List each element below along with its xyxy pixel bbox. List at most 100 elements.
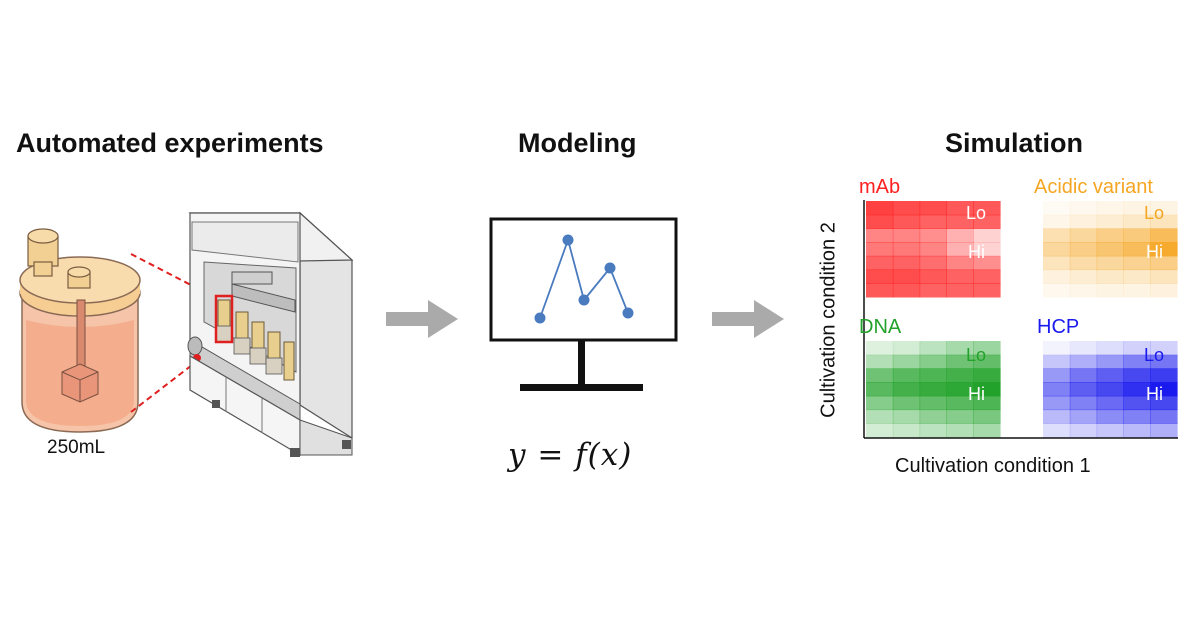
automated-workstation-illustration — [187, 211, 354, 457]
heatmap-cell — [1150, 395, 1178, 411]
panel-title-dna: DNA — [859, 316, 902, 338]
heatmap-cell — [866, 423, 894, 438]
heatmap-cell — [1043, 283, 1071, 298]
heatmap-cell — [866, 395, 894, 411]
heatmap-cell — [866, 382, 894, 397]
experiments-title: Automated experiments — [16, 128, 324, 158]
heatmap-cell — [892, 283, 921, 298]
heatmap-cell — [1150, 228, 1178, 243]
heatmap-cell — [866, 242, 894, 257]
dna-lo-label: Lo — [966, 345, 987, 365]
heatmap-cell — [919, 409, 947, 424]
heatmap-cell — [1043, 382, 1071, 397]
heatmap-cell — [1043, 201, 1071, 216]
heatmap-cell — [866, 214, 894, 229]
heatmap-cell — [892, 228, 921, 243]
heatmap-cell — [973, 354, 1001, 369]
monitor-icon — [489, 217, 678, 391]
model-point — [578, 294, 590, 306]
heatmap-cell — [1096, 423, 1124, 438]
heatmap-cell — [1150, 368, 1178, 383]
simulation-axes — [863, 200, 1178, 439]
y-axis-label: Cultivation condition 2 — [817, 222, 840, 418]
heatmap-cell — [919, 368, 947, 383]
heatmap-cell — [1150, 242, 1178, 257]
heatmap-cell — [946, 201, 974, 216]
hcp-lo-label: Lo — [1144, 345, 1165, 365]
heatmap-cell — [892, 269, 921, 284]
heatmap-cell — [1123, 368, 1151, 383]
flow-arrow-2 — [712, 300, 784, 338]
model-point — [604, 262, 616, 274]
heatmap-cell — [1069, 214, 1098, 229]
heatmap-cell — [1043, 242, 1071, 257]
heatmap-cell — [866, 409, 894, 424]
heatmap-cell — [946, 283, 974, 298]
heatmap-cell — [1150, 201, 1178, 216]
x-axis-label: Cultivation condition 1 — [895, 455, 1091, 477]
heatmap-cell — [1043, 269, 1071, 284]
simulation-title: Simulation — [945, 128, 1084, 158]
heatmap-cell — [1150, 423, 1178, 438]
heatmap-cell — [1123, 409, 1151, 424]
hcp-hi-label: Hi — [1146, 384, 1163, 404]
heatmap-cell — [973, 395, 1001, 411]
mab-hi-label: Hi — [968, 242, 985, 262]
heatmap-cell — [946, 214, 974, 229]
heatmap-cell — [1043, 409, 1071, 424]
heatmap-cell — [892, 214, 921, 229]
heatmap-cell — [1096, 368, 1124, 383]
heatmap-cell — [866, 368, 894, 383]
heatmap-cell — [1150, 341, 1178, 356]
heatmap-cell — [892, 409, 921, 424]
heatmap-cell — [1150, 409, 1178, 424]
heatmap-cell — [919, 382, 947, 397]
heatmap-cell — [1123, 395, 1151, 411]
heatmap-cell — [866, 354, 894, 369]
heatmap-cell — [1043, 255, 1071, 271]
heatmap-cell — [1096, 395, 1124, 411]
model-point — [562, 234, 574, 246]
heatmap-cell — [892, 368, 921, 383]
heatmap-cell — [1150, 283, 1178, 298]
heatmap-cell — [946, 341, 974, 356]
heatmap-cell — [919, 354, 947, 369]
heatmap-cell — [866, 269, 894, 284]
heatmap-cell — [946, 368, 974, 383]
panel-title-mab: mAb — [859, 176, 901, 198]
heatmap-cell — [1096, 242, 1124, 257]
heatmap-cell — [946, 269, 974, 284]
heatmap-cell — [973, 368, 1001, 383]
heatmap-cell — [919, 255, 947, 271]
heatmap-cell — [973, 269, 1001, 284]
heatmap-cell — [973, 341, 1001, 356]
heatmap-cell — [973, 214, 1001, 229]
heatmap-cell — [973, 201, 1001, 216]
flow-arrow-1 — [386, 300, 458, 338]
heatmap-cell — [973, 228, 1001, 243]
heatmap-cell — [1123, 228, 1151, 243]
heatmap-cell — [1123, 269, 1151, 284]
heatmap-cell — [946, 423, 974, 438]
heatmap-cell — [1123, 242, 1151, 257]
heatmap-cell — [1096, 228, 1124, 243]
heatmap-cell — [973, 409, 1001, 424]
heatmap-cell — [892, 255, 921, 271]
heatmap-cell — [866, 228, 894, 243]
heatmap-cell — [1069, 382, 1098, 397]
heatmap-cell — [1150, 214, 1178, 229]
heatmap-cell — [1123, 255, 1151, 271]
acidic-hi-label: Hi — [1146, 242, 1163, 262]
heatmap-cell — [1096, 255, 1124, 271]
heatmap-cell — [892, 242, 921, 257]
heatmap-cell — [1123, 214, 1151, 229]
heatmap-cell — [1069, 354, 1098, 369]
heatmap-cell — [973, 423, 1001, 438]
heatmap-cell — [946, 255, 974, 271]
heatmap-cell — [973, 242, 1001, 257]
heatmap-cell — [1096, 341, 1124, 356]
heatmap-cell — [1096, 214, 1124, 229]
heatmap-cell — [1150, 354, 1178, 369]
heatmap-cell — [892, 395, 921, 411]
heatmap-cell — [866, 341, 894, 356]
